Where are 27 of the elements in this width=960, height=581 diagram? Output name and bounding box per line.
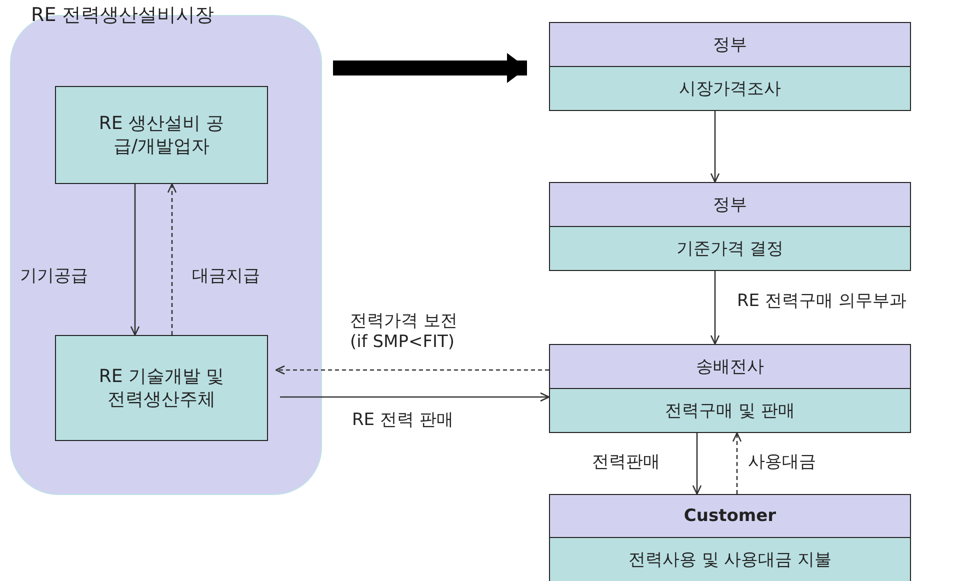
edge-label: 기기공급 <box>20 266 88 288</box>
process-box: RE 기술개발 및 전력생산주체 <box>55 335 268 441</box>
header-band: 정부 <box>549 22 911 66</box>
process-box: RE 생산설비 공급/개발업자 <box>55 86 268 184</box>
body-band: 전력구매 및 판매 <box>549 388 911 433</box>
arrow <box>275 365 549 375</box>
header-band: 정부 <box>549 182 911 226</box>
edge-label: RE 전력구매 의무부과 <box>737 291 906 312</box>
edge-label: 사용대금 <box>748 452 816 474</box>
edge-label: 전력가격 보전 (if SMP<FIT) <box>350 311 458 354</box>
header-band: 송배전사 <box>549 344 911 388</box>
arrow <box>692 433 702 495</box>
arrow <box>167 183 177 335</box>
header-band: Customer <box>549 494 911 538</box>
body-band: 시장가격조사 <box>549 66 911 111</box>
arrow <box>130 184 140 336</box>
arrow <box>732 432 742 494</box>
edge-label: RE 전력 판매 <box>352 410 454 432</box>
edge-label: 대금지급 <box>192 266 260 288</box>
body-band: 기준가격 결정 <box>549 226 911 271</box>
region-title: RE 전력생산설비시장 <box>31 3 214 28</box>
block-arrow <box>333 53 527 83</box>
edge-label: 전력판매 <box>592 452 660 474</box>
arrow <box>710 111 720 183</box>
arrow <box>710 271 720 345</box>
body-band: 전력사용 및 사용대금 지불 <box>549 538 911 581</box>
arrow <box>280 392 550 402</box>
